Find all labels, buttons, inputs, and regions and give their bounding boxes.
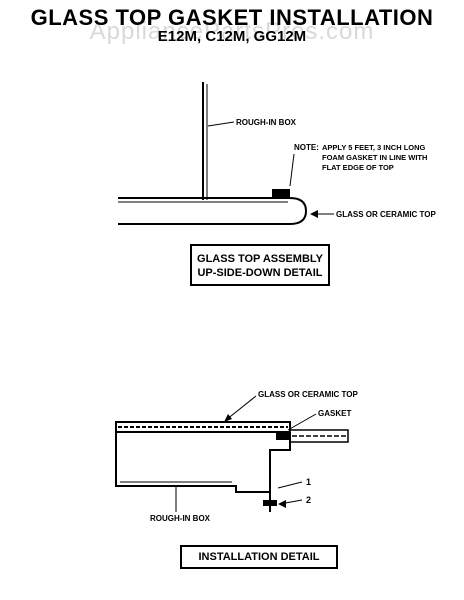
label-glass-top-2: GLASS OR CERAMIC TOP bbox=[258, 390, 359, 399]
caption-line-1: GLASS TOP ASSEMBLY bbox=[197, 253, 323, 265]
leader-callout-1 bbox=[277, 481, 303, 489]
arrowhead-callout-2 bbox=[278, 500, 286, 508]
leader-glass-top-2 bbox=[225, 395, 257, 421]
callout-1: 1 bbox=[306, 477, 311, 487]
arrowhead-glass-top bbox=[310, 210, 318, 218]
leader-note bbox=[289, 153, 295, 187]
watermark: AppliancePartsPros.com bbox=[89, 18, 375, 45]
rough-in-box-outline bbox=[115, 432, 291, 493]
label-gasket: GASKET bbox=[318, 409, 351, 418]
model-numbers: E12M, C12M, GG12M bbox=[157, 28, 307, 45]
foam-gasket bbox=[272, 189, 290, 198]
callout-2: 2 bbox=[306, 495, 311, 505]
label-rough-in-box-2: ROUGH-IN BOX bbox=[150, 514, 211, 523]
leader-gasket bbox=[287, 413, 317, 431]
note-line-3: FLAT EDGE OF TOP bbox=[322, 163, 394, 172]
label-rough-in-box-1: ROUGH-IN BOX bbox=[236, 118, 297, 127]
counter-top bbox=[289, 429, 349, 443]
caption-installation: INSTALLATION DETAIL bbox=[198, 551, 320, 563]
note-line-1: APPLY 5 FEET, 3 INCH LONG bbox=[322, 143, 426, 152]
gasket-block bbox=[276, 432, 290, 440]
page-title: GLASS TOP GASKET INSTALLATION bbox=[30, 5, 434, 30]
glass-top-edge bbox=[118, 197, 308, 225]
note-label: NOTE: bbox=[294, 143, 319, 152]
note-line-2: FOAM GASKET IN LINE WITH bbox=[322, 153, 427, 162]
arrowhead-glass-top-2 bbox=[224, 414, 232, 422]
caption-box-assembly: GLASS TOP ASSEMBLY UP-SIDE-DOWN DETAIL bbox=[190, 244, 330, 286]
caption-box-installation: INSTALLATION DETAIL bbox=[180, 545, 338, 569]
leader-rough-in-box bbox=[207, 121, 235, 127]
screw-head bbox=[263, 500, 277, 506]
caption-line-2: UP-SIDE-DOWN DETAIL bbox=[197, 267, 323, 279]
label-glass-top-1: GLASS OR CERAMIC TOP bbox=[336, 210, 437, 219]
